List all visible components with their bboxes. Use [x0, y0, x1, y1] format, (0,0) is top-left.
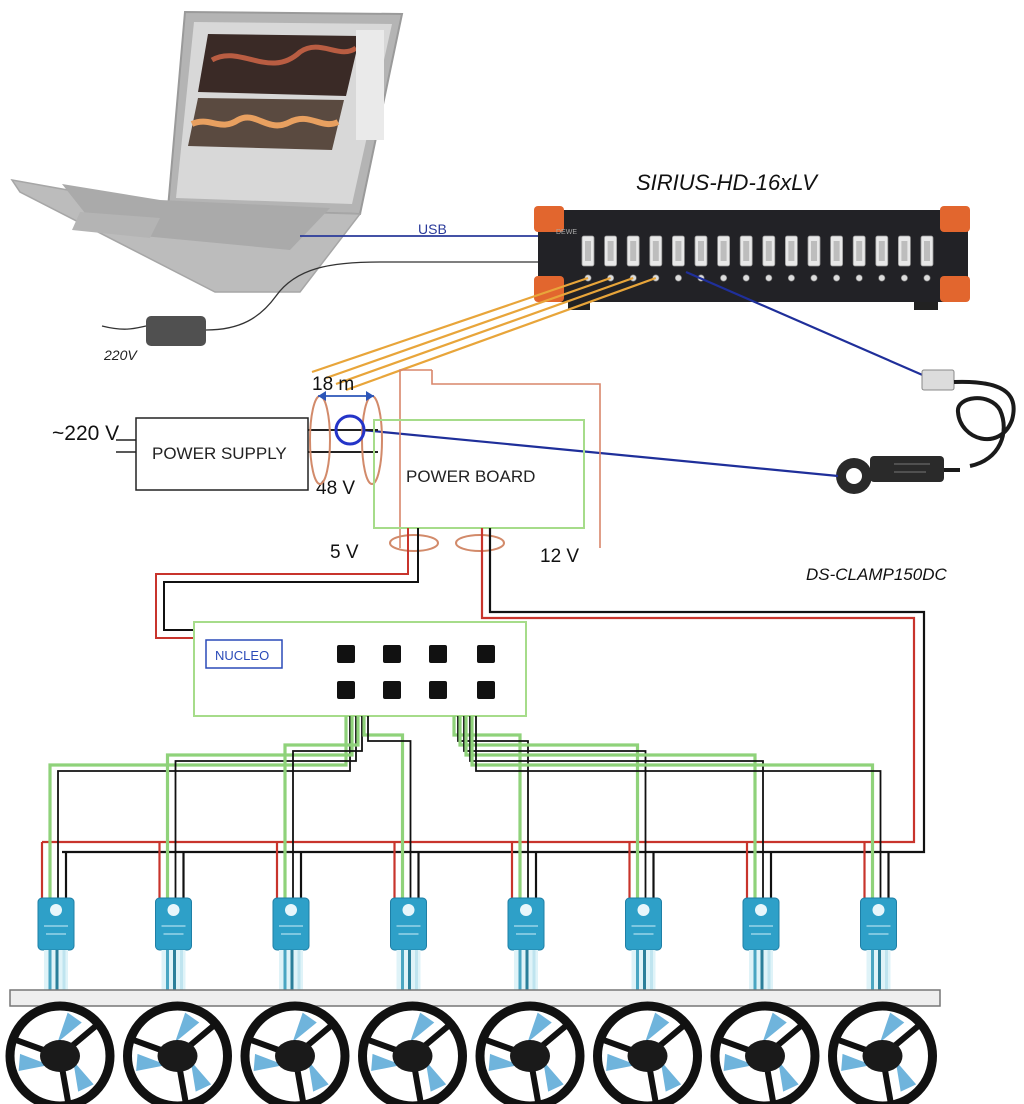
daq-channel-connector[interactable] [807, 235, 821, 282]
usb-label: USB [418, 221, 447, 237]
pwm-pin [429, 645, 447, 663]
motor-mount-rail [9, 989, 941, 1007]
signal-ground-wire [469, 716, 764, 900]
pwm-pin [477, 681, 495, 699]
laptop-power-adapter: 220V [101, 261, 546, 363]
daq-channel-connector[interactable] [694, 235, 708, 282]
pwm-wire [362, 716, 405, 900]
voltage-sense-wire [335, 276, 634, 386]
daq-channel-connector[interactable] [830, 235, 843, 282]
esc-module[interactable] [155, 842, 192, 990]
clamp-measure-point [334, 414, 366, 446]
nucleo-label: NUCLEO [215, 648, 269, 663]
daq-channel-connector[interactable] [875, 235, 889, 282]
cable-length-dimension: 18 m [312, 374, 374, 401]
voltage-sense-wire [311, 276, 589, 374]
usb-link: USB [300, 221, 548, 237]
pwm-wire [470, 716, 875, 900]
laptop-icon [10, 10, 404, 293]
daq-channel-connector[interactable] [762, 235, 776, 282]
voltage-sense-wires [311, 276, 657, 392]
pwm-wire [283, 716, 360, 900]
pwm-pin [477, 645, 495, 663]
current-clamp-probe: DS-CLAMP150DC [361, 270, 1016, 584]
daq-channel-connector[interactable] [898, 235, 911, 282]
daq-channel-connectors [581, 235, 934, 282]
motor-row [5, 1001, 937, 1104]
daq-channel-connector[interactable] [785, 235, 798, 282]
voltage-sense-loops [309, 395, 383, 485]
motor-propeller-icon [593, 1001, 702, 1104]
signal-ground-wire [174, 716, 357, 900]
power-supply-label: POWER SUPPLY [152, 444, 287, 463]
sirius-daq-device: DEWE [534, 206, 970, 310]
voltage-sense-wire [345, 276, 657, 392]
signal-ground-wire [292, 716, 363, 900]
esc-module[interactable] [860, 842, 897, 990]
pwm-signal-wires [48, 716, 882, 900]
motor-propeller-icon [710, 1001, 820, 1104]
nucleo-pwm-pins [337, 645, 495, 699]
daq-channel-connector[interactable] [717, 235, 730, 282]
power-board-block[interactable]: POWER BOARD [373, 369, 601, 548]
daq-channel-connector[interactable] [672, 235, 685, 282]
pwm-pin [429, 681, 447, 699]
pwm-pin [383, 645, 401, 663]
power-supply-block[interactable]: POWER SUPPLY [135, 417, 309, 491]
rail-5v-label: 5 V [330, 542, 359, 563]
pwm-pin [383, 681, 401, 699]
laptop-screen-waveform [188, 30, 384, 150]
motor-propeller-icon [5, 1001, 115, 1104]
motor-propeller-icon [475, 1001, 585, 1104]
esc-module[interactable] [272, 842, 310, 990]
psu-mains-label: ~220 V [52, 422, 119, 445]
cable-length-label: 18 m [312, 374, 354, 395]
daq-channel-connector[interactable] [920, 235, 934, 282]
signal-ground-wire [475, 716, 882, 900]
clamp-title: DS-CLAMP150DC [806, 565, 947, 584]
laptop-mains-label: 220V [103, 347, 138, 363]
voltage-sense-wire [325, 276, 611, 380]
esc-module[interactable] [742, 842, 780, 990]
pwm-wire [464, 716, 757, 900]
motor-propeller-icon [123, 1001, 232, 1104]
signal-ground-wire [463, 716, 647, 900]
esc-row [37, 842, 897, 990]
esc-module[interactable] [390, 842, 427, 990]
esc-module[interactable] [625, 842, 662, 990]
motor-propeller-icon [828, 1001, 937, 1104]
daq-channel-connector[interactable] [852, 235, 866, 282]
rail-12v-label: 12 V [540, 546, 579, 567]
signal-ground-wire [367, 716, 412, 900]
nucleo-board[interactable]: NUCLEO [193, 621, 527, 717]
daq-channel-connector[interactable] [739, 235, 753, 282]
pwm-wire [458, 716, 640, 900]
esc-module[interactable] [507, 842, 545, 990]
daq-brand: DEWE [556, 229, 577, 236]
pwm-wire [165, 716, 354, 900]
pwm-pin [337, 645, 355, 663]
pwm-wire [48, 716, 348, 900]
pwm-pin [337, 681, 355, 699]
psu-output-label: 48 V [316, 478, 355, 499]
signal-ground-wire [457, 716, 529, 900]
power-board-label: POWER BOARD [406, 467, 535, 486]
motor-propeller-icon [358, 1001, 467, 1104]
motor-propeller-icon [240, 1001, 350, 1104]
esc-module[interactable] [37, 842, 75, 990]
daq-title: SIRIUS-HD-16xLV [636, 170, 819, 195]
pwm-wire [452, 716, 522, 900]
